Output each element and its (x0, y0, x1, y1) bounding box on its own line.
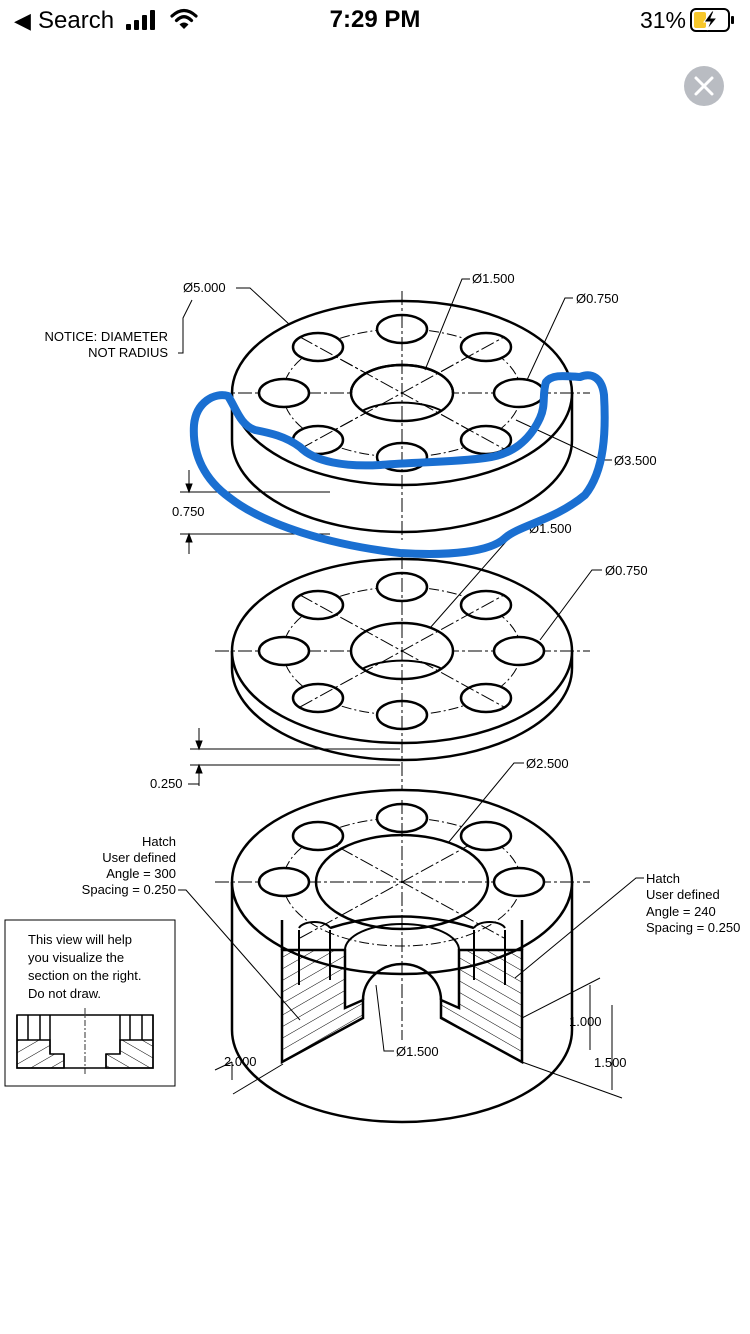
note-line-3: section on the right. (28, 968, 141, 983)
wifi-icon (170, 8, 198, 29)
status-bar: ◀ Search 7:29 PM 31% (0, 0, 750, 42)
label-hatch-right-2: User defined (646, 887, 720, 902)
section-view-sketch (16, 1008, 154, 1075)
back-arrow-icon[interactable]: ◀ (14, 8, 31, 33)
label-notice-1: NOTICE: DIAMETER (44, 329, 168, 344)
middle-disc (215, 555, 590, 790)
label-hatch-left-4: Spacing = 0.250 (82, 882, 176, 897)
label-hatch-right-3: Angle = 240 (646, 904, 716, 919)
clock: 7:29 PM (329, 6, 421, 33)
label-height: 2.000 (224, 1054, 257, 1069)
label-hatch-right-4: Spacing = 0.250 (646, 920, 740, 935)
label-d-counterbore: Ø2.500 (526, 756, 569, 771)
bottom-labels: Ø2.500 Hatch User defined Angle = 300 Sp… (82, 756, 741, 1070)
label-thickness-top: 0.750 (172, 504, 205, 519)
label-hatch-right-1: Hatch (646, 871, 680, 886)
note-box: This view will help you visualize the se… (4, 919, 176, 1087)
battery-charging-icon (690, 8, 734, 32)
label-thickness-middle: 0.250 (150, 776, 183, 791)
bottom-leaders (178, 762, 644, 1099)
close-button[interactable] (684, 66, 724, 106)
bottom-part (215, 788, 590, 1124)
note-line-2: you visualize the (28, 950, 124, 965)
top-labels: Ø5.000 NOTICE: DIAMETER NOT RADIUS Ø1.50… (44, 271, 656, 519)
label-d-hole: Ø0.750 (576, 291, 619, 306)
label-d-hole-middle: Ø0.750 (605, 563, 648, 578)
signal-icon (126, 10, 155, 30)
battery-percent: 31% (639, 7, 686, 33)
label-d-bore: Ø1.500 (396, 1044, 439, 1059)
label-depth-inner: 1.000 (569, 1014, 602, 1029)
label-hatch-left-2: User defined (102, 850, 176, 865)
label-hatch-left-1: Hatch (142, 834, 176, 849)
top-disc (215, 291, 590, 540)
label-hatch-left-3: Angle = 300 (106, 866, 176, 881)
note-line-1: This view will help (28, 932, 132, 947)
label-d-center: Ø1.500 (472, 271, 515, 286)
back-app-label[interactable]: Search (38, 7, 115, 34)
label-depth-outer: 1.500 (594, 1055, 627, 1070)
label-notice-2: NOT RADIUS (88, 345, 168, 360)
close-icon (694, 76, 714, 96)
label-d-bolt-circle: Ø3.500 (614, 453, 657, 468)
label-d-outer: Ø5.000 (183, 280, 226, 295)
hand-drawn-highlight (189, 371, 609, 558)
note-line-4: Do not draw. (28, 986, 101, 1001)
